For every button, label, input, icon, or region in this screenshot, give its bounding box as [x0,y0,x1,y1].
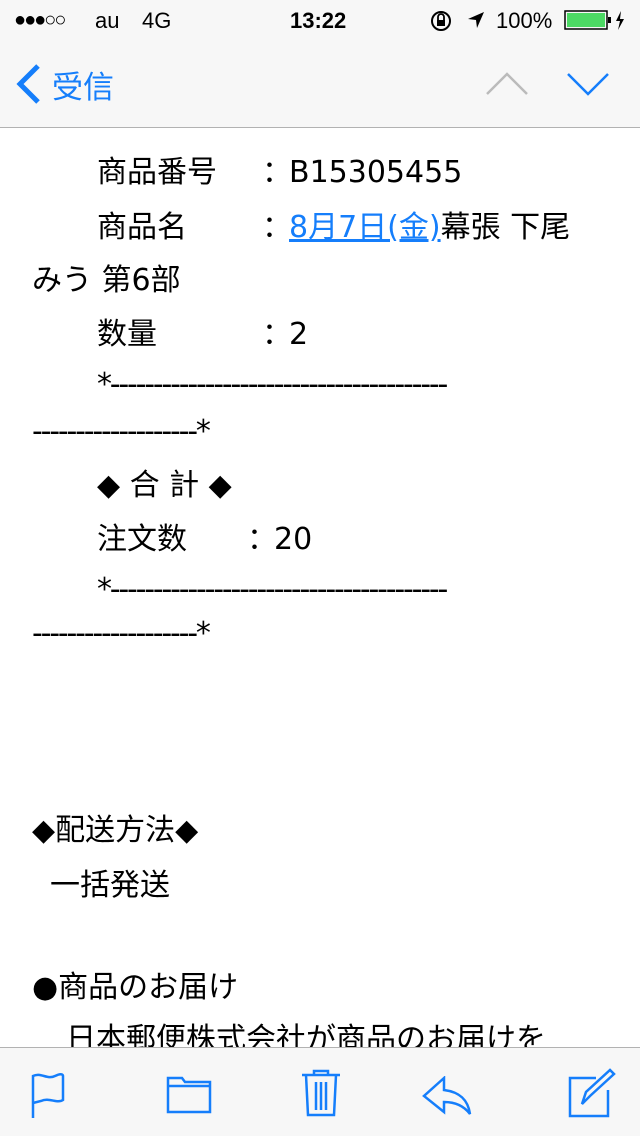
clock: 13:22 [290,8,347,33]
back-button[interactable]: 受信 [14,62,114,106]
chevron-left-icon [16,64,40,104]
divider: *--------------------------------------- [97,572,448,607]
total-heading: ◆ 合 計 ◆ [97,468,232,503]
orders-label: 注文数 [97,522,187,557]
delivery-text: 日本郵便株式会社が商品のお届けを [66,1022,546,1047]
qty: 2 [289,317,309,352]
compose-icon[interactable] [568,1068,618,1118]
rotation-lock-icon [431,11,451,31]
qty-sep: ： [262,317,292,352]
orders: 20 [274,522,313,557]
network-type: 4G [142,8,172,33]
bottom-toolbar [0,1047,640,1136]
divider: *--------------------------------------- [97,367,448,402]
shipping-value: 一括発送 [50,868,170,903]
date-link[interactable]: 8月7日(金) [289,210,441,245]
folder-icon[interactable] [166,1076,212,1114]
message-body: 商品番号 ： B15305455 商品名 ： 8月7日(金)幕張 下尾 みう 第… [0,129,640,1047]
signal-strength: ●●●○○ [14,9,66,31]
product-name-sep: ： [262,210,292,245]
orders-sep: ： [247,522,277,557]
product-name-label: 商品名 [97,210,187,245]
location-arrow-icon [468,12,484,28]
next-message-button[interactable] [566,70,610,98]
nav-bar: 受信 [0,40,640,128]
divider: -------------------* [32,414,211,449]
product-no-label: 商品番号 [97,155,217,190]
product-no: B15305455 [289,155,463,190]
status-bar: ●●●○○ au 4G 13:22 100% [0,0,640,40]
product-name-cont: みう 第6部 [32,263,181,298]
product-name: 幕張 下尾 [440,210,571,245]
trash-icon[interactable] [300,1068,342,1118]
battery-icon [564,10,624,30]
product-no-sep: ： [262,155,292,190]
previous-message-button[interactable] [485,70,529,98]
shipping-heading: ◆配送方法◆ [32,813,199,848]
flag-icon[interactable] [28,1070,68,1120]
battery-percent: 100% [496,8,553,33]
divider: -------------------* [32,616,211,651]
qty-label: 数量 [97,317,157,352]
reply-icon[interactable] [422,1076,474,1116]
back-label: 受信 [52,69,114,106]
carrier: au [95,8,120,33]
delivery-heading: ●商品のお届け [32,970,239,1005]
